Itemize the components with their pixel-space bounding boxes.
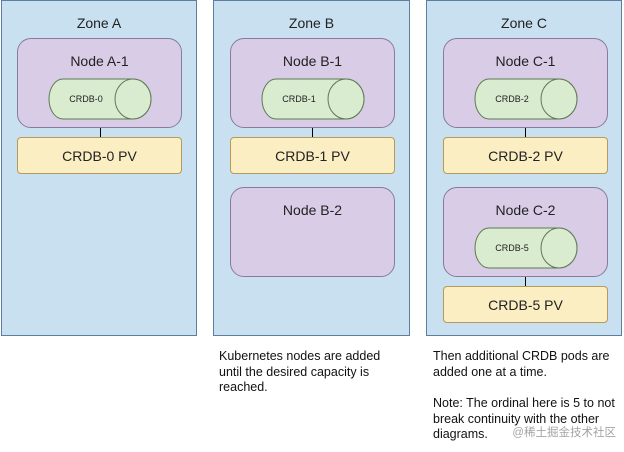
zone-c-title: Zone C (501, 15, 547, 31)
node-c-1: Node C-1 CRDB-2 (443, 38, 608, 128)
zone-a: Zone A Node A-1 CRDB-0 CRDB-0 PV (1, 0, 197, 336)
pv-crdb-5: CRDB-5 PV (443, 286, 608, 323)
pod-crdb-5: CRDB-5 (473, 226, 581, 270)
caption-zone-b: Kubernetes nodes are added until the des… (219, 349, 381, 394)
pod-crdb-2-label: CRDB-2 (495, 94, 529, 104)
pod-crdb-1-label: CRDB-1 (282, 94, 316, 104)
pod-crdb-0-label: CRDB-0 (69, 94, 103, 104)
cylinder-shape (261, 78, 365, 120)
node-b-1-title: Node B-1 (282, 53, 343, 69)
pod-crdb-0: CRDB-0 (47, 77, 155, 121)
pv-crdb-0: CRDB-0 PV (17, 137, 182, 174)
pod-crdb-2: CRDB-2 (473, 77, 581, 121)
zone-b-title: Zone B (288, 15, 335, 31)
cylinder-shape (48, 78, 152, 120)
caption-zone-c-1: Then additional CRDB pods are added one … (433, 349, 610, 379)
cylinder-shape (474, 227, 578, 269)
connector-line (100, 128, 101, 137)
node-b-2: Node B-2 (230, 187, 395, 277)
zone-c: Zone C Node C-1 CRDB-2 CRDB-2 PV Node C-… (426, 0, 622, 336)
node-a-1: Node A-1 CRDB-0 (17, 38, 182, 128)
watermark: @稀土掘金技术社区 (512, 427, 616, 439)
pod-crdb-5-label: CRDB-5 (495, 243, 529, 253)
pod-crdb-1: CRDB-1 (260, 77, 368, 121)
node-a-1-title: Node A-1 (70, 53, 129, 69)
zone-a-title: Zone A (76, 15, 122, 31)
connector-line (525, 277, 526, 286)
node-b-2-title: Node B-2 (282, 202, 343, 218)
node-c-2-title: Node C-2 (495, 202, 556, 218)
cylinder-shape (474, 78, 578, 120)
node-c-1-title: Node C-1 (495, 53, 556, 69)
node-b-1: Node B-1 CRDB-1 (230, 38, 395, 128)
pv-crdb-2: CRDB-2 PV (443, 137, 608, 174)
connector-line (312, 128, 313, 137)
connector-line (525, 128, 526, 137)
pv-crdb-1: CRDB-1 PV (230, 137, 395, 174)
node-c-2: Node C-2 CRDB-5 (443, 187, 608, 277)
zone-b: Zone B Node B-1 CRDB-1 CRDB-1 PV Node B-… (213, 0, 410, 336)
caption-zone-c-2: Note: The ordinal here is 5 to not break… (433, 396, 615, 441)
